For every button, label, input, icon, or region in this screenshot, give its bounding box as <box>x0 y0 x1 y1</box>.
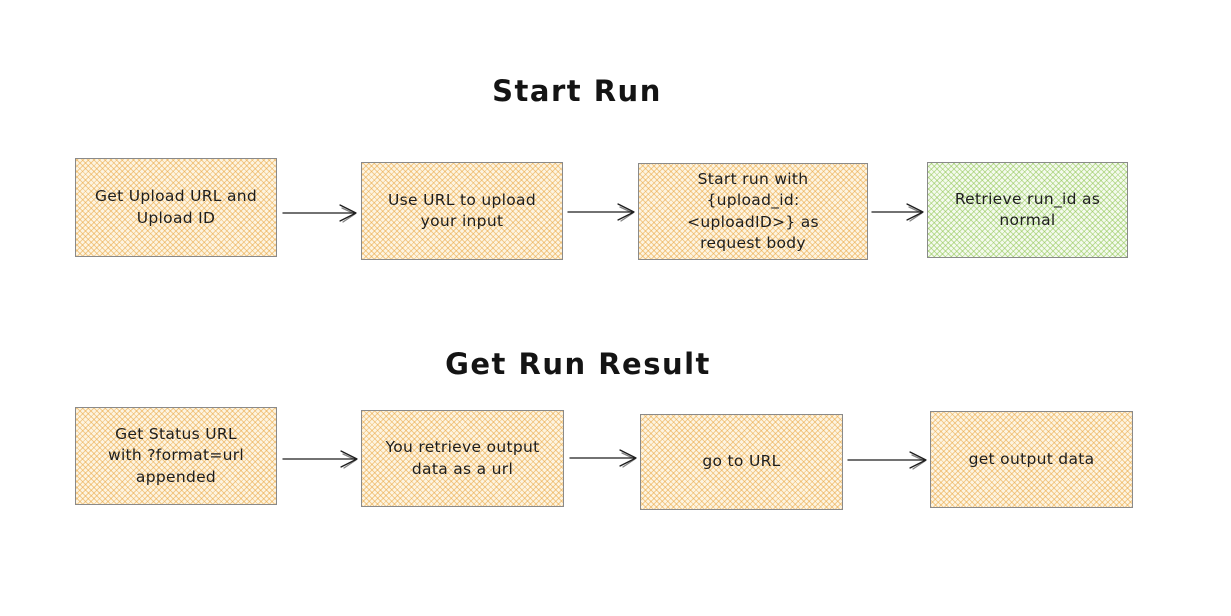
section-title-start-run: Start Run <box>492 74 662 108</box>
node-get-output-data: get output data <box>930 411 1133 508</box>
node-use-url-upload: Use URL to upload your input <box>361 162 563 260</box>
node-get-upload-url-label: Get Upload URL and Upload ID <box>94 187 258 227</box>
section-title-get-run-result: Get Run Result <box>445 347 711 381</box>
node-retrieve-output-url: You retrieve output data as a url <box>361 410 564 507</box>
node-go-to-url: go to URL <box>640 414 843 510</box>
flow-arrow-icon <box>871 203 924 222</box>
flow-arrow-icon <box>567 203 635 222</box>
node-retrieve-output-url-label: You retrieve output data as a url <box>385 438 540 478</box>
flow-arrow-icon <box>569 449 637 468</box>
node-use-url-upload-label: Use URL to upload your input <box>388 190 536 230</box>
node-retrieve-run-id-label: Retrieve run_id as normal <box>954 189 1101 229</box>
node-start-run-request: Start run with {upload_id: <uploadID>} a… <box>638 163 868 260</box>
flow-arrow-icon <box>282 204 357 223</box>
node-go-to-url-label: go to URL <box>702 452 781 471</box>
node-get-status-url-label: Get Status URL with ?format=url appended <box>107 424 245 486</box>
flow-arrow-icon <box>847 451 927 470</box>
node-retrieve-run-id: Retrieve run_id as normal <box>927 162 1128 258</box>
node-start-run-request-label: Start run with {upload_id: <uploadID>} a… <box>687 169 819 252</box>
node-get-status-url: Get Status URL with ?format=url appended <box>75 407 277 505</box>
flow-arrow-icon <box>282 450 358 469</box>
node-get-upload-url: Get Upload URL and Upload ID <box>75 158 277 257</box>
node-get-output-data-label: get output data <box>968 449 1095 468</box>
